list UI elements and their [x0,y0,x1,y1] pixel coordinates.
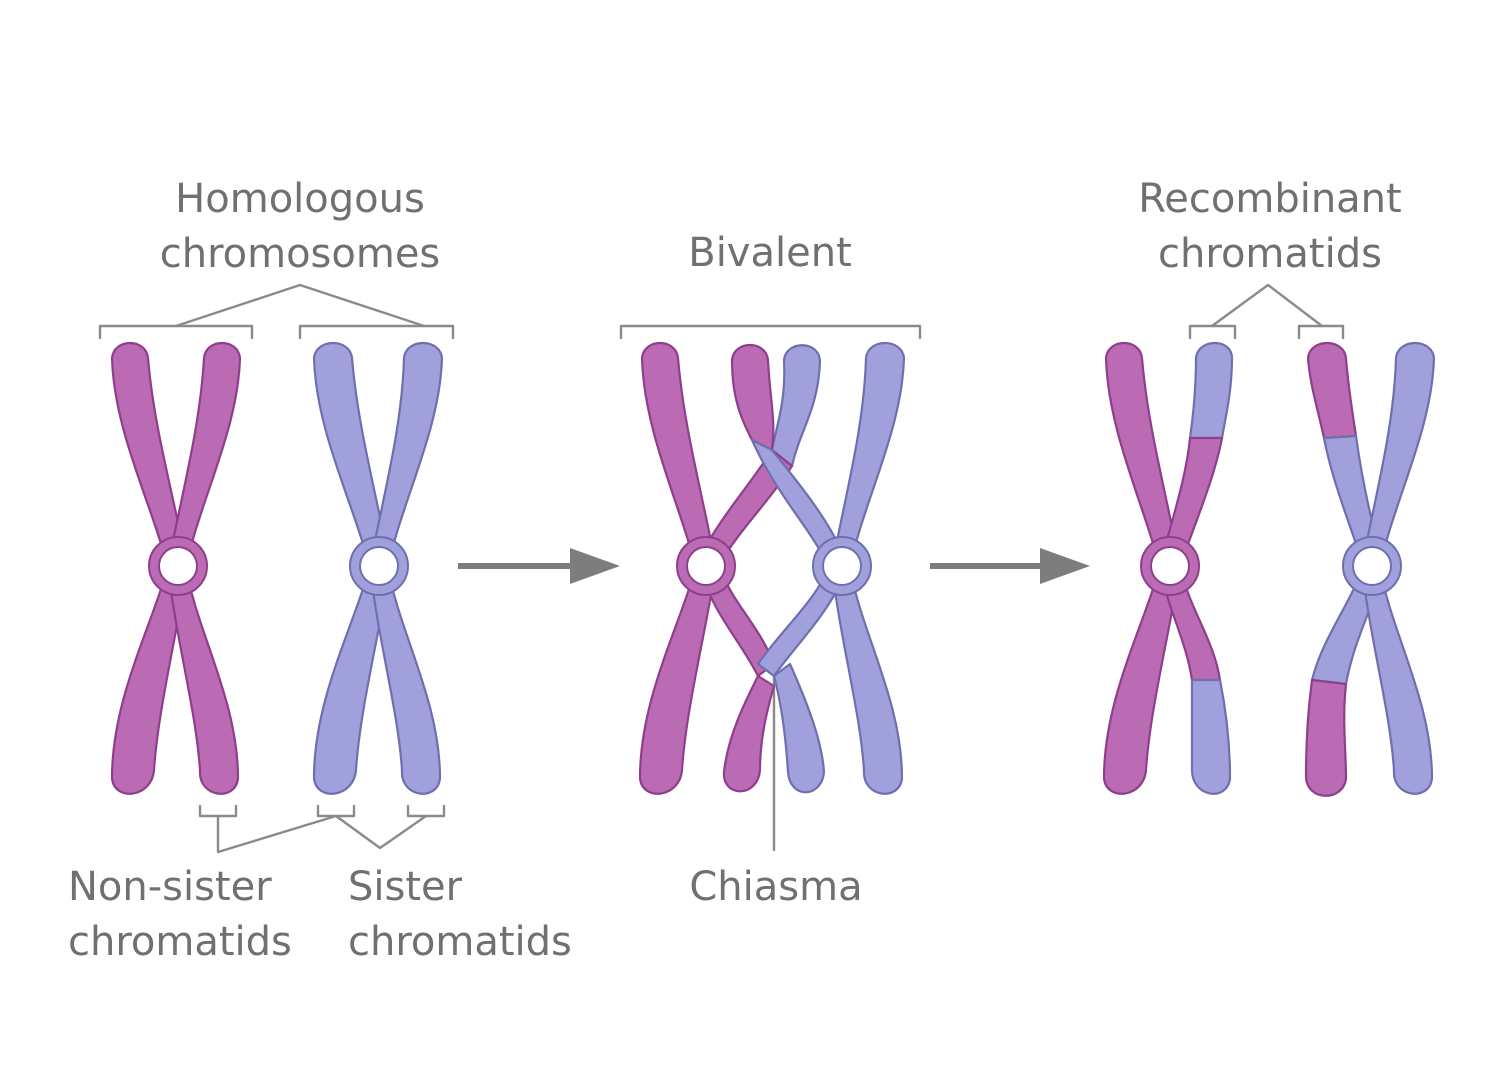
bivalent-inner-paternal-top [730,344,775,452]
sister-bracket [334,804,446,850]
bivalent-inner-maternal-top [770,344,822,468]
arrow-right-icon [458,548,620,584]
recombinant-brackets [1188,283,1345,340]
recombinant-label-line2: chromatids [1158,231,1382,277]
bivalent-label: Bivalent [688,230,852,276]
recombinant-chromatid-segment-bottom [1304,678,1348,797]
recombinant-chromatid-segment-bottom [1190,678,1232,795]
recombinant-chromatid-segment-top [1188,342,1234,440]
homologous-label-line1: Homologous [175,176,425,222]
non-sister-label-line2: chromatids [68,919,292,965]
recombinant-label-line1: Recombinant [1138,176,1401,222]
homologous-label-line2: chromosomes [160,231,441,277]
bivalent-structure [638,342,906,795]
bivalent-bracket [619,324,922,340]
homologous-brackets [98,283,455,340]
bivalent-inner-paternal-bottom [722,674,776,793]
non-sister-bracket [198,804,356,854]
arrow-right-icon [930,548,1090,584]
maternal-chromosome [312,342,444,795]
recombinant-maternal-chromosome [1304,342,1436,797]
bivalent-inner-maternal-bottom [772,662,826,794]
sister-label-line2: chromatids [348,919,572,965]
paternal-chromosome [110,342,242,795]
chiasma-label: Chiasma [689,864,862,910]
non-sister-label-line1: Non-sister [68,864,272,910]
recombinant-paternal-chromosome [1102,342,1234,795]
recombinant-chromatid-segment-top [1306,342,1358,440]
sister-label-line1: Sister [348,864,463,910]
